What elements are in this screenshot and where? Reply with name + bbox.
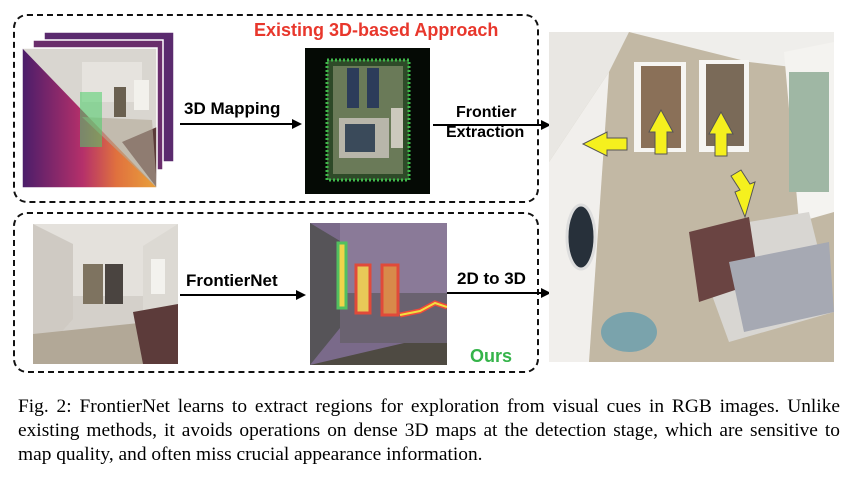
3d-mapping-arrow-icon [180, 118, 302, 130]
frontiernet-arrow-icon [180, 289, 306, 301]
existing-approach-panel [13, 14, 539, 203]
3d-mapping-label: 3D Mapping [184, 99, 281, 118]
frontier-extraction-arrow-icon [433, 119, 551, 131]
existing-approach-title: Existing 3D-based Approach [254, 20, 499, 40]
rgb-input-image [33, 224, 178, 364]
rgbd-frame-stack [22, 32, 182, 192]
frontiernet-label: FrontierNet [186, 271, 278, 290]
3d-voxel-map [305, 48, 430, 194]
2d-to-3d-label: 2D to 3D [457, 269, 526, 288]
3d-scene-rendering [549, 32, 834, 362]
frontier-extraction-label-2: Extraction [446, 124, 525, 141]
2d-to-3d-arrow-icon [447, 287, 551, 299]
frontier-extraction-label-1: Frontier [456, 104, 517, 121]
ours-title: Ours [470, 346, 513, 366]
frontiernet-output-heatmap [310, 223, 447, 365]
figure-caption: Fig. 2: FrontierNet learns to extract re… [18, 396, 840, 465]
